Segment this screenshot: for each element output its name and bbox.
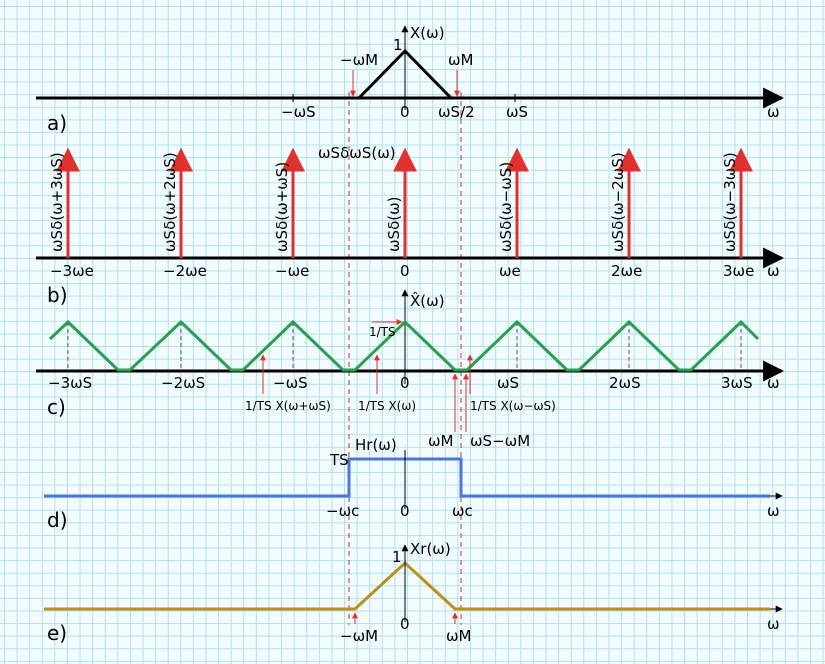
impulse-label-1: ωSδ(ω+2ωS) <box>161 152 179 252</box>
height-marker: 1/TS <box>369 319 403 339</box>
panel-c-label: c) <box>47 395 66 419</box>
panel-d-tick-zero: 0 <box>400 502 410 520</box>
panel-a-neg-wm: −ωM <box>340 51 378 69</box>
term-label-center: 1/TS X(ω) <box>358 399 416 413</box>
panel-b-tick-5: 2ωe <box>611 262 642 280</box>
panel-b-tick-1: −2ωe <box>163 262 207 280</box>
impulse-label-6: ωSδ(ω−3ωS) <box>721 152 739 252</box>
panel-b-function: ωSδωS(ω) <box>318 144 396 162</box>
panel-b-tick-0: −3ωe <box>50 262 94 280</box>
impulse-label-5: ωSδ(ω−2ωS) <box>609 152 627 252</box>
panel-a-tick-half-ws: ωS/2 <box>438 103 475 121</box>
panel-c-tick-2: −ωS <box>273 374 308 392</box>
panel-d-gain: TS <box>329 451 349 469</box>
panel-a-wm: ωM <box>448 51 474 69</box>
panel-e: 1 Xr(ω) −ωM 0 ωM ω e) <box>44 540 783 645</box>
term-label-plus: 1/TS X(ω+ωS) <box>245 399 331 413</box>
panel-d: TS Hr(ω) −ωc 0 ωc ω d) <box>44 436 783 532</box>
panel-b: ωSδωS(ω) ωSδ(ω+3ωS)ωSδ(ω+2ωS)ωSδ(ω+ωS)ωS… <box>36 144 785 307</box>
panel-d-tick-neg-wc: −ωc <box>326 502 359 520</box>
guide-lines <box>348 92 462 625</box>
impulse-labels: ωSδ(ω+3ωS) ωSδ(ω+2ωS) ωSδ(ω+ωS) ωSδ(ω) ωSδ(ω… <box>48 152 739 252</box>
panel-d-tick-wc: ωc <box>452 502 473 520</box>
panel-c-tick-3: 0 <box>400 374 410 392</box>
panel-a-peak: 1 <box>393 36 403 54</box>
panel-a-tick-ws: ωS <box>506 103 528 121</box>
panel-b-axis-var: ω <box>767 262 780 280</box>
panel-b-tick-6: 3ωe <box>723 262 754 280</box>
panel-e-label: e) <box>47 621 67 645</box>
panel-d-axis-var: ω <box>767 502 780 520</box>
sampled-spectrum <box>48 319 760 372</box>
panel-a-spectrum <box>357 48 453 100</box>
term-label-minus: 1/TS X(ω−ωS) <box>470 399 556 413</box>
panel-a-tick-zero: 0 <box>400 103 410 121</box>
impulse-train <box>56 147 753 258</box>
panel-c-tick-0: −3ωS <box>48 374 92 392</box>
panel-a-tick-neg-ws: −ωS <box>281 103 316 121</box>
marker-wm-c: ωM <box>428 432 454 450</box>
panel-e-function: Xr(ω) <box>410 540 451 558</box>
panel-c-tick-6: 3ωS <box>721 374 753 392</box>
panel-a-label: a) <box>47 111 67 135</box>
panel-b-ticks: −3ωe −2ωe −ωe 0 ωe 2ωe 3ωe <box>50 262 754 280</box>
filter-response <box>44 457 770 498</box>
panel-c-axis-var: ω <box>767 374 780 392</box>
panel-b-tick-2: −ωe <box>275 262 309 280</box>
panel-a: 1 X(ω) −ωM ωM −ωS 0 ωS/2 ωS ω a) <box>36 24 785 135</box>
impulse-label-0: ωSδ(ω+3ωS) <box>48 152 66 252</box>
panel-e-axis-var: ω <box>767 615 780 633</box>
panel-c-function: X̂(ω) <box>410 291 445 310</box>
impulse-label-3: ωSδ(ω) <box>385 196 403 252</box>
panel-c-tick-5: 2ωS <box>609 374 641 392</box>
height-label: 1/TS <box>369 325 396 339</box>
panel-c-center-lines <box>67 322 742 371</box>
panel-d-function: Hr(ω) <box>355 436 397 454</box>
panel-e-tick-zero: 0 <box>400 615 410 633</box>
impulse-label-4: ωSδ(ω−ωS) <box>497 162 515 252</box>
panel-e-peak: 1 <box>392 548 402 566</box>
panel-d-label: d) <box>47 508 68 532</box>
panel-e-tick-wm: ωM <box>446 627 472 645</box>
panel-c: −3ωS −2ωS −ωS 0 ωS 2ωS 3ωS X̂(ω) 1/TS 1/TS X(ω… <box>36 289 785 450</box>
panel-b-tick-3: 0 <box>400 262 410 280</box>
panel-a-axis-var: ω <box>767 103 780 121</box>
impulse-label-2: ωSδ(ω+ωS) <box>273 162 291 252</box>
panel-c-tick-1: −2ωS <box>161 374 205 392</box>
panel-c-tick-4: ωS <box>497 374 519 392</box>
marker-ws-minus-wm: ωS−ωM <box>470 432 530 450</box>
panel-c-ticks: −3ωS −2ωS −ωS 0 ωS 2ωS 3ωS <box>48 374 753 392</box>
panel-a-function: X(ω) <box>410 24 445 42</box>
panel-e-tick-neg-wm: −ωM <box>340 627 378 645</box>
term-pointers <box>260 354 473 432</box>
panel-b-label: b) <box>47 283 68 307</box>
panel-b-tick-4: ωe <box>499 262 521 280</box>
reconstructed-spectrum <box>44 560 770 611</box>
